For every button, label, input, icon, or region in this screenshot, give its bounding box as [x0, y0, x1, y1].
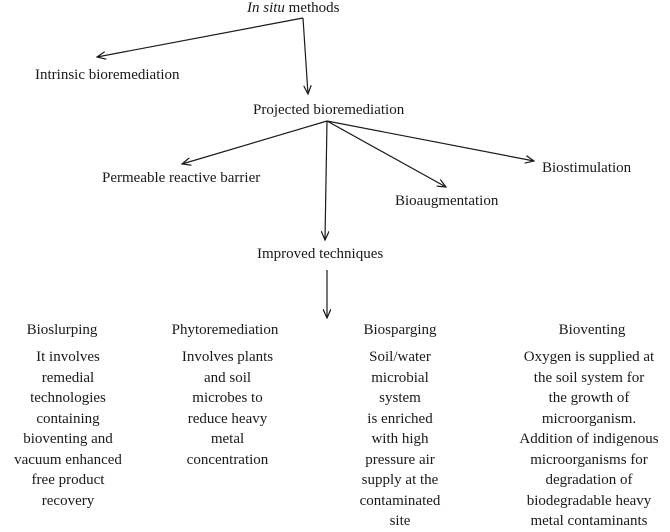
root-label-italic: In situ — [247, 0, 285, 16]
description-line: Addition of indigenous — [519, 431, 659, 447]
arrow-projected-to-biostimulation — [326, 120, 534, 161]
description-line: metal contaminants — [530, 513, 648, 529]
description-line: site — [389, 513, 411, 529]
description-line: microorganism. — [541, 410, 637, 427]
description-line: microbial — [371, 369, 429, 386]
technique-description: Soil/water microbial system is enriched … — [345, 347, 455, 532]
description-line: bioventing and — [23, 431, 113, 447]
technique-heading: Biosparging — [363, 322, 437, 338]
improved-label: Improved techniques — [257, 246, 384, 262]
biostimulation-label: Biostimulation — [542, 160, 632, 176]
description-line: system — [379, 390, 421, 406]
description-line: concentration — [186, 451, 269, 468]
description-line: contaminated — [359, 492, 441, 509]
description-line: technologies — [30, 390, 106, 406]
description-line: the soil system for — [533, 369, 645, 386]
description-line: pressure air — [365, 451, 435, 468]
description-line: reduce heavy — [187, 410, 268, 427]
description-line: metal — [210, 431, 245, 447]
description-line: containing — [36, 410, 100, 427]
arrow-root-to-intrinsic — [97, 17, 304, 57]
technique-heading: Bioslurping — [26, 322, 98, 338]
description-line: biodegradable heavy — [526, 492, 652, 509]
description-line: Soil/water — [369, 349, 431, 365]
arrow-projected-to-improved — [325, 120, 327, 240]
description-line: the growth of — [548, 390, 630, 406]
description-line: microbes to — [192, 390, 263, 406]
description-line: microorganisms for — [530, 451, 648, 468]
arrow-projected-to-bioaugmentation — [326, 120, 446, 187]
bioaugmentation-label: Bioaugmentation — [395, 193, 499, 209]
arrow-projected-to-prb — [182, 120, 328, 164]
projected-label: Projected bioremediation — [253, 102, 405, 118]
technique-heading: Phytoremediation — [171, 322, 279, 338]
description-line: is enriched — [367, 410, 433, 427]
technique-description: It involves remedial technologies contai… — [2, 347, 134, 511]
description-line: with high — [371, 431, 429, 447]
description-line: and soil — [203, 369, 252, 386]
description-line: free product — [31, 472, 105, 488]
description-line: Oxygen is supplied at — [523, 349, 655, 365]
description-line: vacuum enhanced — [14, 451, 122, 468]
technique-description: Involves plants and soil microbes to red… — [165, 347, 290, 470]
intrinsic-label: Intrinsic bioremediation — [35, 67, 180, 83]
description-line: supply at the — [361, 472, 439, 488]
arrow-root-to-projected — [302, 17, 308, 94]
technique-description: Oxygen is supplied at the soil system fo… — [508, 347, 670, 532]
technique-heading: Bioventing — [558, 322, 626, 338]
description-line: remedial — [41, 369, 95, 386]
root-label-rest: methods — [284, 0, 340, 16]
prb-label: Permeable reactive barrier — [102, 170, 261, 186]
description-line: Involves plants — [181, 349, 274, 365]
description-line: recovery — [41, 492, 95, 509]
root-label: In situ methods — [247, 0, 340, 17]
description-line: It involves — [36, 349, 100, 365]
description-line: degradation of — [545, 472, 633, 488]
